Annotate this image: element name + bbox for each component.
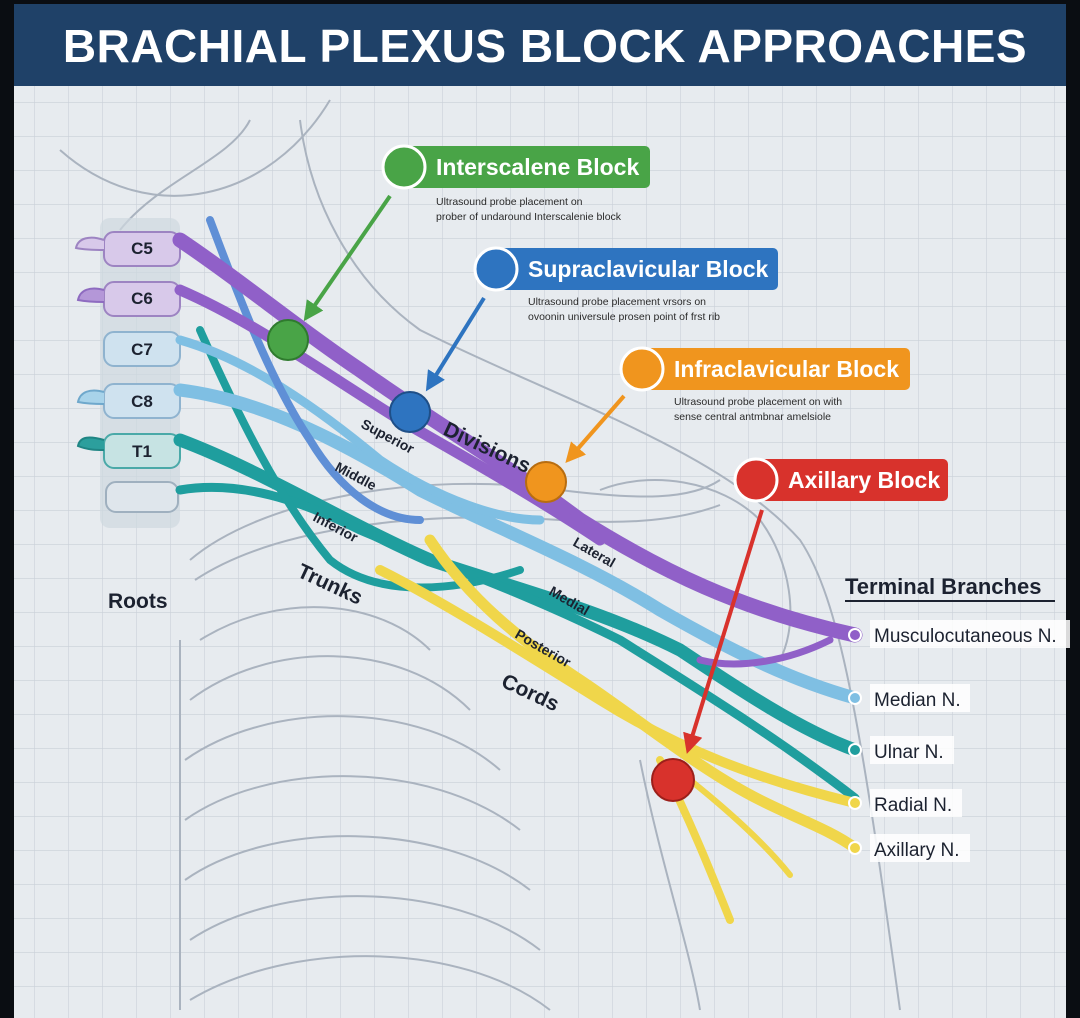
infraclavicular-desc-1: Ultrasound probe placement on with <box>674 396 842 408</box>
branch-dot-musculocutaneous <box>848 628 862 642</box>
nerve-teal-main <box>173 433 862 757</box>
supraclavicular-desc-1: Ultrasound probe placement vrsors on <box>528 296 706 308</box>
interscalene-label-box <box>404 146 650 188</box>
rib-6 <box>189 895 541 951</box>
vertebra-label-c8: C8 <box>131 392 153 411</box>
nerve-yellow-radial <box>375 565 860 808</box>
branch-median: Median N. <box>874 690 961 711</box>
interscalene-arrow <box>303 194 392 322</box>
vertebra-label-c6: C6 <box>131 289 153 308</box>
infraclavicular-label-box <box>642 348 910 390</box>
supraclavicular-desc-2: ovoonin universule prosen point of frst … <box>528 311 720 323</box>
rib-4 <box>184 775 521 831</box>
branch-radial: Radial N. <box>874 795 952 816</box>
branch-ulnar: Ulnar N. <box>874 742 944 763</box>
branch-label-bg-median <box>870 684 970 712</box>
shoulder-outline <box>299 119 901 1011</box>
axillary-label-box <box>756 459 948 501</box>
interscalene-block: Interscalene Block Ultrasound probe plac… <box>267 144 650 361</box>
supraclavicular-block: Supraclavicular Block Ultrasound probe p… <box>389 246 778 433</box>
vertebra-c7 <box>103 331 181 367</box>
supraclavicular-arrow <box>425 296 486 392</box>
transverse-process-c6 <box>76 287 105 303</box>
branch-dot-radial <box>848 796 862 810</box>
vertebra-label-c7: C7 <box>131 340 153 359</box>
branch-dot-axillary <box>848 841 862 855</box>
nerve-yellow-branch <box>687 777 793 878</box>
infraclavicular-block: Infraclavicular Block Ultrasound probe p… <box>525 346 910 503</box>
terminal-branches: Terminal Branches Musculocutaneous N. Me… <box>845 574 1070 862</box>
transverse-process-t1 <box>76 436 105 451</box>
vertebra-label-c5: C5 <box>131 239 153 258</box>
rib-5 <box>184 835 531 891</box>
terminal-branches-heading: Terminal Branches <box>845 574 1041 599</box>
axillary-marker <box>733 457 779 503</box>
rib-3 <box>184 715 501 771</box>
spine: C5 C6 C7 C8 T1 <box>74 218 181 528</box>
neck-muscle <box>119 119 251 231</box>
branch-label-bg-ulnar <box>870 736 954 764</box>
supraclavicular-label-box <box>496 248 778 290</box>
branch-label-bg-radial <box>870 789 962 817</box>
supraclavicular-label: Supraclavicular Block <box>528 256 769 282</box>
interscalene-marker <box>381 144 427 190</box>
branch-label-bg-musculocutaneous <box>870 620 1070 648</box>
axillary-arrow <box>683 509 764 754</box>
branch-musculocutaneous: Musculocutaneous N. <box>874 626 1057 647</box>
infraclavicular-arrow <box>565 394 626 464</box>
supraclavicular-target <box>389 391 431 433</box>
nerve-purple-main <box>172 232 863 643</box>
nerve-blue-upper <box>175 335 545 525</box>
region-label-roots: Roots <box>108 590 168 613</box>
interscalene-label: Interscalene Block <box>436 154 639 180</box>
infraclavicular-label: Infraclavicular Block <box>674 356 899 382</box>
infraclavicular-target <box>525 461 567 503</box>
page-title: BRACHIAL PLEXUS BLOCK APPROACHES <box>63 20 1027 72</box>
branch-dot-median <box>848 691 862 705</box>
title-bar <box>14 4 1066 86</box>
branch-label-bg-axillary <box>870 834 970 862</box>
vertebra-label-t1: T1 <box>132 442 152 461</box>
axillary-block: Axillary Block <box>651 457 948 802</box>
axillary-label: Axillary Block <box>788 467 940 493</box>
transverse-process-c8 <box>76 389 105 405</box>
branch-dot-ulnar <box>848 743 862 757</box>
infraclavicular-marker <box>619 346 665 392</box>
infraclavicular-desc-2: sense central antmbnar amelsiole <box>674 411 831 423</box>
axillary-target <box>651 758 695 802</box>
supraclavicular-marker <box>473 246 519 292</box>
rib-2 <box>189 655 471 711</box>
rib-1 <box>199 606 431 651</box>
branch-axillary: Axillary N. <box>874 840 960 861</box>
interscalene-desc-1: Ultrasound probe placement on <box>436 196 583 208</box>
arm-inner-outline <box>639 759 701 1011</box>
interscalene-desc-2: prober of undaround Interscalenie block <box>436 211 622 223</box>
vertebra-t2 <box>105 481 179 513</box>
interscalene-target <box>267 319 309 361</box>
transverse-process-c5 <box>74 236 105 251</box>
rib-7 <box>189 955 551 1011</box>
